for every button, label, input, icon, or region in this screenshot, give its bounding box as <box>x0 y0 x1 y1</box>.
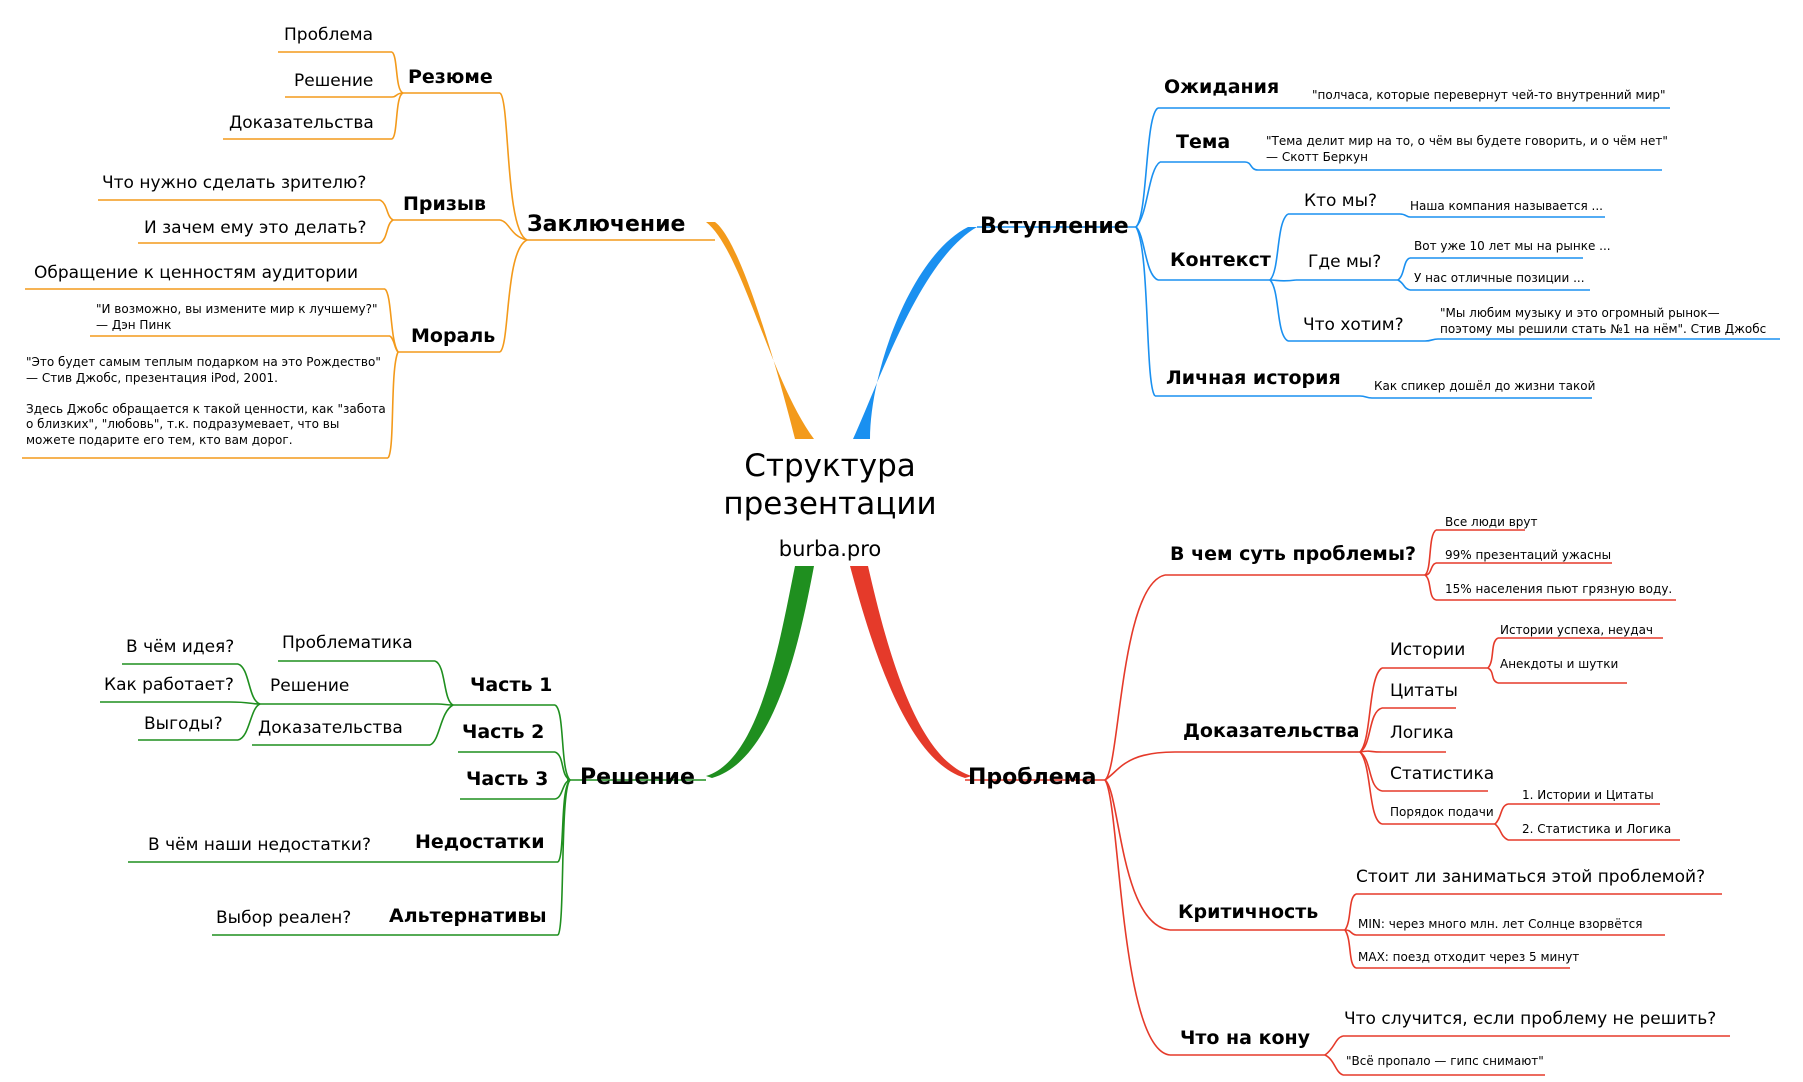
node-criticality: Критичность <box>1178 901 1319 923</box>
node-story: Личная история <box>1166 367 1341 389</box>
node-evidence: Доказательства <box>1183 720 1360 742</box>
resume-item-problem: Проблема <box>284 25 374 45</box>
resume-item-solution: Решение <box>294 71 374 91</box>
question-how: Как работает? <box>104 675 234 695</box>
node-quotes: Цитаты <box>1390 681 1458 701</box>
node-conclusion: Заключение <box>527 212 686 237</box>
expectations-note: "полчаса, которые перевернут чей-то внут… <box>1312 88 1666 102</box>
node-essence: В чем суть проблемы? <box>1170 543 1417 565</box>
stories-item-1: Истории успеха, неудач <box>1500 623 1654 637</box>
part1-item-solution: Решение <box>270 676 350 696</box>
node-alternatives: Альтернативы <box>389 905 547 927</box>
node-part2: Часть 2 <box>462 721 545 743</box>
moral-pink-quote: "И возможно, вы измените мир к лучшему?"… <box>96 302 378 332</box>
resume-item-evidence: Доказательства <box>229 113 374 133</box>
part1-item-problematics: Проблематика <box>282 633 413 653</box>
node-want: Что хотим? <box>1303 315 1404 335</box>
call-item-what: Что нужно сделать зрителю? <box>102 173 367 193</box>
branch-intro <box>853 227 977 439</box>
essence-item-1: Все люди врут <box>1445 515 1538 529</box>
where-note-2: У нас отличные позиции ... <box>1414 271 1585 285</box>
node-problem: Проблема <box>968 765 1097 790</box>
node-order: Порядок подачи <box>1390 805 1494 819</box>
alternatives-question: Выбор реален? <box>216 908 352 928</box>
node-resume: Резюме <box>408 66 493 88</box>
criticality-question: Стоит ли заниматься этой проблемой? <box>1356 867 1706 887</box>
node-stories: Истории <box>1390 640 1466 660</box>
node-logic: Логика <box>1390 723 1454 743</box>
stakes-question: Что случится, если проблему не решить? <box>1344 1009 1717 1029</box>
center-title: Структура презентации <box>680 448 980 524</box>
moral-jobs-quote: "Это будет самым теплым подарком на это … <box>26 355 386 447</box>
where-note-1: Вот уже 10 лет мы на рынке ... <box>1414 239 1611 253</box>
stories-item-2: Анекдоты и шутки <box>1500 657 1619 671</box>
center-title-line2: презентации <box>723 485 937 522</box>
node-who: Кто мы? <box>1304 191 1378 211</box>
stakes-note: "Всё пропало — гипс снимают" <box>1346 1054 1544 1068</box>
node-topic: Тема <box>1176 131 1231 153</box>
node-moral: Мораль <box>411 325 496 347</box>
node-part1: Часть 1 <box>470 674 553 696</box>
question-idea: В чём идея? <box>126 637 235 657</box>
criticality-min: MIN: через много млн. лет Солнце взорвёт… <box>1358 917 1643 931</box>
who-note: Наша компания называется ... <box>1410 199 1603 213</box>
want-note: "Мы любим музыку и это огромный рынок— п… <box>1440 306 1767 336</box>
branch-problem <box>850 566 972 778</box>
node-part3: Часть 3 <box>466 768 549 790</box>
order-item-2: 2. Статистика и Логика <box>1522 822 1672 836</box>
node-expectations: Ожидания <box>1164 76 1280 98</box>
center-title-line1: Структура <box>744 448 916 484</box>
node-where: Где мы? <box>1308 252 1382 272</box>
order-item-1: 1. Истории и Цитаты <box>1522 788 1654 802</box>
node-solution: Решение <box>580 765 695 790</box>
node-stats: Статистика <box>1390 764 1495 784</box>
topic-note: "Тема делит мир на то, о чём вы будете г… <box>1266 134 1668 164</box>
node-call: Призыв <box>403 193 487 215</box>
question-benefits: Выгоды? <box>144 714 223 734</box>
branch-solution <box>706 566 814 778</box>
node-stakes: Что на кону <box>1180 1027 1311 1049</box>
essence-item-2: 99% презентаций ужасны <box>1445 548 1612 562</box>
criticality-max: MAX: поезд отходит через 5 минут <box>1358 950 1580 964</box>
node-intro: Вступление <box>980 214 1129 239</box>
drawbacks-question: В чём наши недостатки? <box>148 835 371 855</box>
story-note: Как спикер дошёл до жизни такой <box>1374 379 1596 393</box>
call-item-why: И зачем ему это делать? <box>144 218 367 238</box>
part1-item-evidence: Доказательства <box>258 718 403 738</box>
essence-item-3: 15% населения пьют грязную воду. <box>1445 582 1673 596</box>
node-drawbacks: Недостатки <box>415 831 545 853</box>
branch-conclusion <box>706 222 814 439</box>
moral-values: Обращение к ценностям аудитории <box>34 263 359 283</box>
node-context: Контекст <box>1170 249 1271 271</box>
center-site: burba.pro <box>778 537 882 561</box>
